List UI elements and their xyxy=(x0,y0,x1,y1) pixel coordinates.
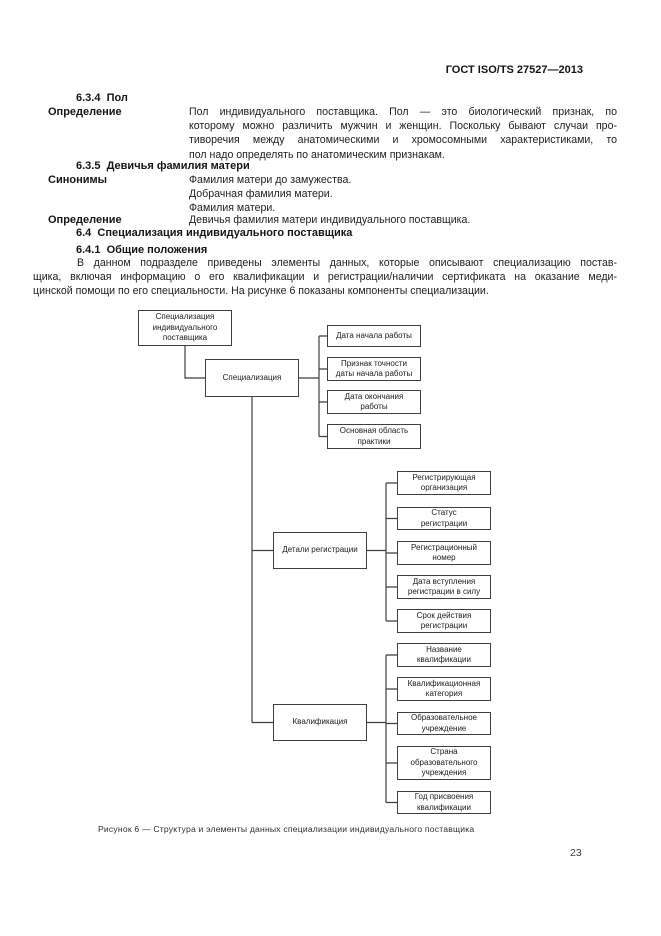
diagram-box-work-start-date: Дата начала работы xyxy=(327,325,421,347)
definition-line: Пол индивидуального поставщика. Пол — эт… xyxy=(189,106,617,118)
section-heading-6-3-5: 6.3.5 Девичья фамилия матери xyxy=(76,160,250,172)
diagram-box-registration-details: Детали регистрации xyxy=(273,532,367,569)
definition-label: Определение xyxy=(48,106,122,118)
definition-text-6-3-5: Девичья фамилия матери индивидуального п… xyxy=(189,214,471,226)
diagram-box-qualification-category: Квалификационная категория xyxy=(397,677,491,701)
diagram-box-root-specialization: Специализация индивидуального поставщика xyxy=(138,310,232,346)
definition-text-6-3-4: Пол индивидуального поставщика. Пол — эт… xyxy=(189,105,617,162)
diagram-box-registration-status: Статус регистрации xyxy=(397,507,491,530)
section-heading-6-4-1: 6.4.1 Общие положения xyxy=(76,244,208,256)
paragraph-line: В данном подразделе приведены элементы д… xyxy=(77,257,617,269)
page-header-gost-number: ГОСТ ISO/TS 27527—2013 xyxy=(445,64,583,76)
synonym-item: Фамилия матери. xyxy=(189,202,276,215)
definition-line: тиворечия между анатомическими и хромосо… xyxy=(189,134,617,147)
definition-label: Определение xyxy=(48,214,122,226)
section-heading-6-4: 6.4 Специализация индивидуального постав… xyxy=(76,227,353,239)
diagram-box-educational-institution: Образовательное учреждение xyxy=(397,712,491,735)
diagram-box-qualification-name: Название квалификации xyxy=(397,643,491,667)
diagram-box-registration-validity: Срок действия регистрации xyxy=(397,609,491,633)
diagram-box-institution-country: Страна образовательного учреждения xyxy=(397,746,491,780)
paragraph-line: цинской помощи по его специальности. На … xyxy=(33,285,489,298)
section-heading-6-3-4: 6.3.4 Пол xyxy=(76,92,128,104)
diagram-box-specialization: Специализация xyxy=(205,359,299,397)
diagram-box-work-end-date: Дата окончания работы xyxy=(327,390,421,414)
synonym-item: Добрачная фамилия матери. xyxy=(189,188,333,201)
diagram-box-start-date-accuracy: Признак точности даты начала работы xyxy=(327,357,421,381)
diagram-box-registration-effective-date: Дата вступления регистрации в силу xyxy=(397,575,491,599)
diagram-box-qualification: Квалификация xyxy=(273,704,367,741)
synonyms-label: Синонимы xyxy=(48,174,108,186)
general-provisions-paragraph: В данном подразделе приведены элементы д… xyxy=(33,256,617,299)
figure-caption: Рисунок 6 — Структура и элементы данных … xyxy=(98,824,475,834)
definition-line: которому можно различить мужчин и женщин… xyxy=(189,120,617,133)
page-number: 23 xyxy=(570,847,582,859)
diagram-box-qualification-year: Год присвоения квалификации xyxy=(397,791,491,814)
diagram-box-registration-number: Регистрационный номер xyxy=(397,541,491,565)
diagram-box-main-practice-area: Основная область практики xyxy=(327,424,421,449)
diagram-box-registering-organization: Регистрирующая организация xyxy=(397,471,491,495)
synonym-item: Фамилия матери до замужества. xyxy=(189,174,352,186)
paragraph-line: щика, включая информацию о его квалифика… xyxy=(33,271,617,284)
synonyms-list: Фамилия матери до замужества. Добрачная … xyxy=(189,173,617,216)
definition-line: пол надо определять по анатомическим при… xyxy=(189,148,445,161)
